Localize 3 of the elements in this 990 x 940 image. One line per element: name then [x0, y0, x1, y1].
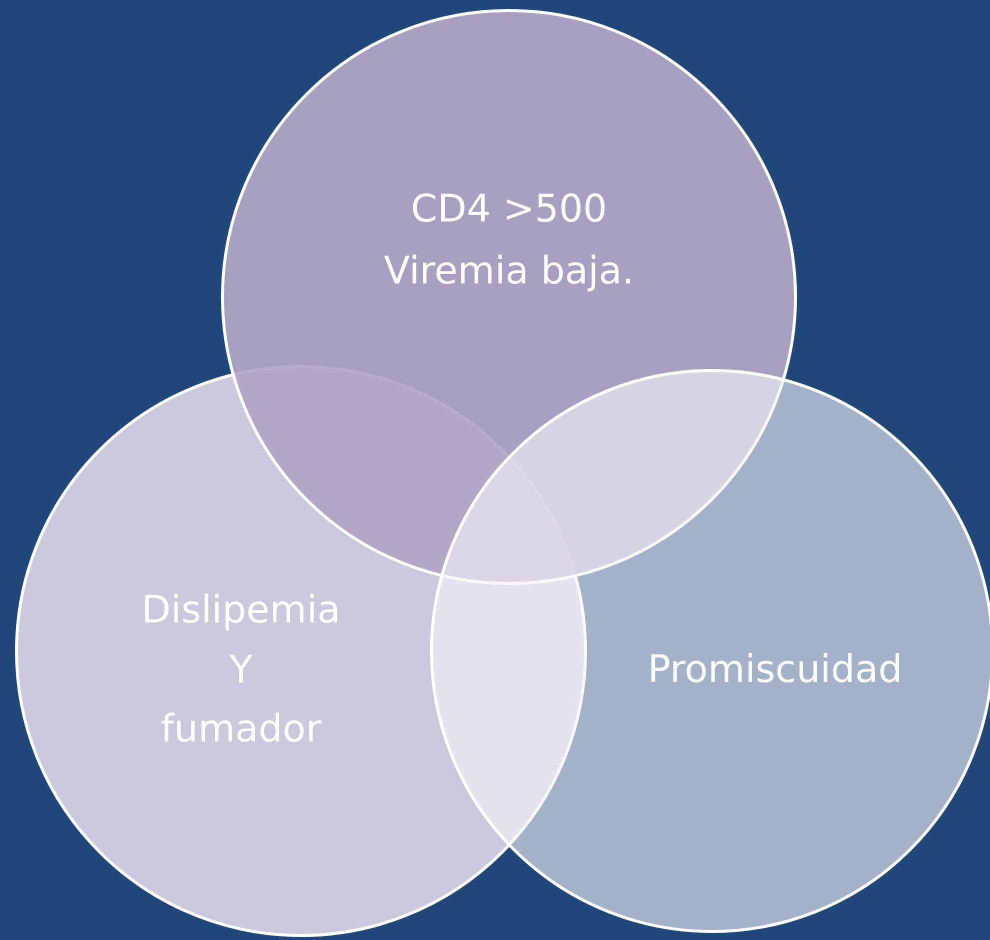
circle-label: Viremia baja. — [384, 248, 634, 294]
circle-label: CD4 >500 — [410, 186, 608, 232]
circle-label: Promiscuidad — [648, 647, 902, 693]
